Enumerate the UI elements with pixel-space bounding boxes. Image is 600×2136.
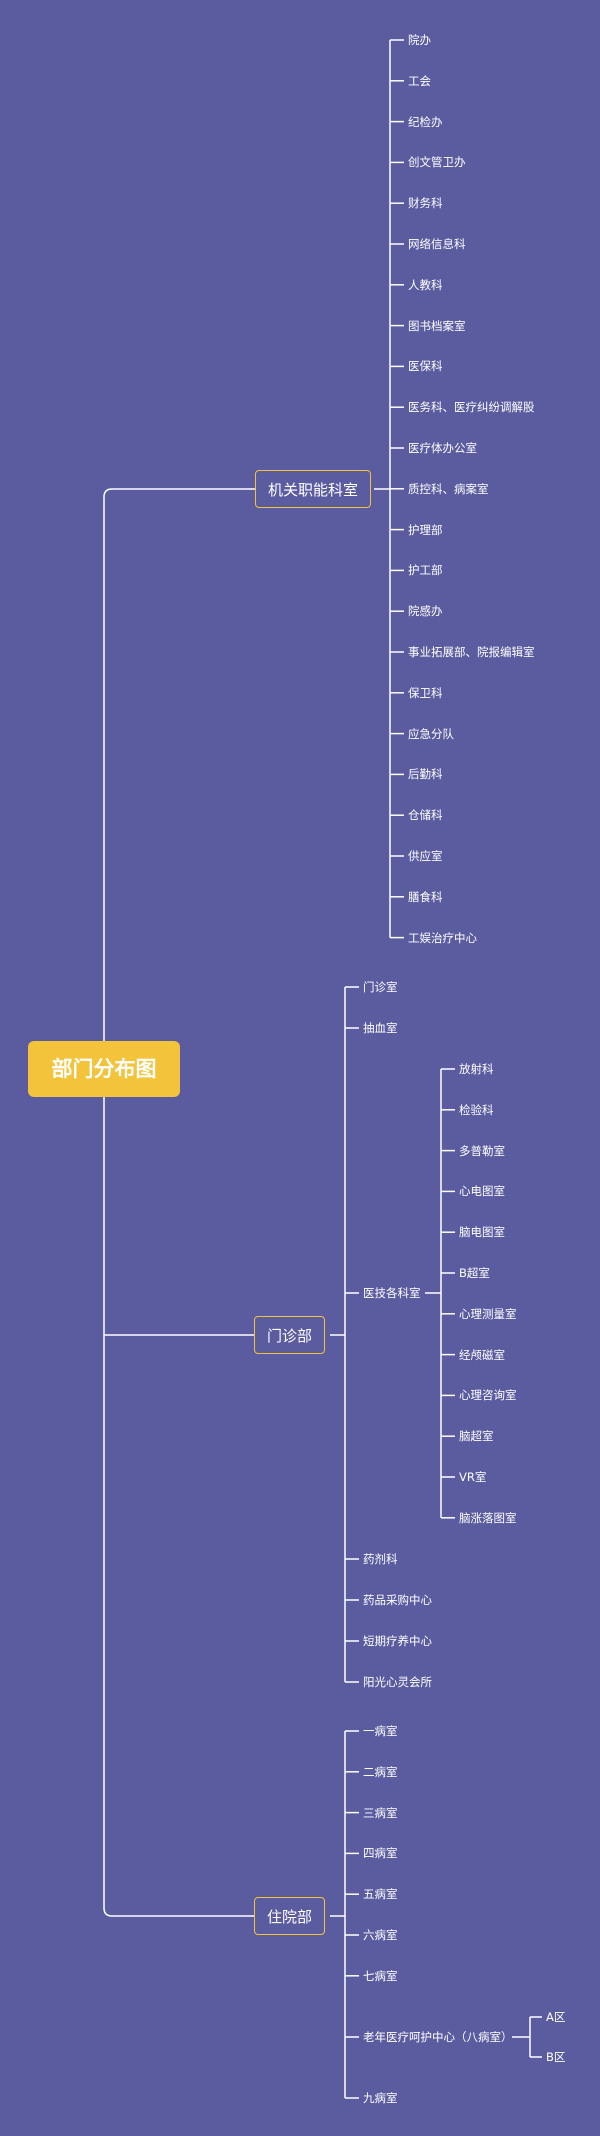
leaf-node: 抽血室	[363, 1021, 398, 1035]
leaf-node: 事业拓展部、院报编辑室	[408, 645, 535, 659]
subleaf-node: B超室	[459, 1266, 490, 1280]
leaf-node: 网络信息科	[408, 237, 466, 251]
leaf-node: 药剂科	[363, 1552, 398, 1566]
leaf-node: 医疗体办公室	[408, 441, 477, 455]
leaf-node: 阳光心灵会所	[363, 1675, 432, 1689]
leaf-node: 六病室	[363, 1928, 398, 1942]
leaf-node: 五病室	[363, 1887, 398, 1902]
leaf-node: 院感办	[408, 604, 443, 619]
subleaf-node: B区	[546, 2050, 566, 2064]
leaf-node: 门诊室	[363, 980, 398, 994]
leaf-node: 医保科	[408, 359, 443, 374]
subleaf-node: 脑超室	[459, 1429, 494, 1444]
leaf-node: 药品采购中心	[363, 1593, 432, 1607]
leaf-node: 七病室	[363, 1968, 398, 1983]
subleaf-node: 检验科	[459, 1102, 494, 1117]
leaf-node: 工会	[408, 73, 431, 88]
leaf-node: 纪检办	[408, 114, 443, 129]
leaf-node: 九病室	[363, 2091, 398, 2105]
leaf-node: 人教科	[408, 277, 443, 292]
subleaf-node: 脑电图室	[459, 1225, 505, 1240]
connector-root-to-branch-0	[103, 488, 255, 498]
leaf-node: 一病室	[363, 1724, 398, 1738]
subleaf-node: 心电图室	[459, 1184, 505, 1199]
leaf-node: 二病室	[363, 1764, 398, 1779]
branch-node-inpatient: 住院部	[254, 1897, 326, 1935]
branch-node-outpatient: 门诊部	[254, 1316, 326, 1354]
leaf-node: 老年医疗呵护中心（八病室）	[363, 2030, 513, 2044]
leaf-node: 应急分队	[408, 726, 454, 741]
leaf-node: 图书档案室	[408, 318, 466, 333]
leaf-node: 三病室	[363, 1805, 398, 1820]
subleaf-node: 放射科	[459, 1062, 494, 1076]
subleaf-node: VR室	[459, 1470, 487, 1484]
root-node: 部门分布图	[28, 1041, 180, 1097]
subleaf-node: 脑涨落图室	[459, 1510, 517, 1525]
leaf-node: 供应室	[408, 849, 443, 863]
subleaf-node: A区	[546, 2010, 566, 2024]
leaf-node: 财务科	[408, 196, 443, 211]
leaf-node: 仓储科	[408, 808, 443, 823]
subleaf-node: 经颅磁室	[459, 1347, 505, 1362]
leaf-node: 医务科、医疗纠纷调解股	[408, 400, 535, 415]
connector-root-to-branch-2	[103, 1907, 254, 1917]
leaf-node: 后勤科	[408, 767, 443, 782]
leaf-node: 创文管卫办	[408, 155, 466, 170]
leaf-node: 四病室	[363, 1846, 398, 1861]
subleaf-node: 心理咨询室	[459, 1388, 517, 1403]
leaf-node: 工娱治疗中心	[408, 930, 477, 945]
leaf-node: 护理部	[408, 522, 443, 537]
leaf-node: 质控科、病案室	[408, 481, 489, 496]
leaf-node: 院办	[408, 33, 431, 47]
leaf-node: 膳食科	[408, 889, 443, 904]
leaf-node: 护工部	[408, 563, 443, 578]
leaf-node: 医技各科室	[363, 1286, 421, 1300]
leaf-node: 保卫科	[408, 685, 443, 700]
subleaf-node: 心理测量室	[459, 1306, 517, 1321]
leaf-node: 短期疗养中心	[363, 1634, 432, 1648]
branch-node-administration: 机关职能科室	[255, 470, 372, 508]
subleaf-node: 多普勒室	[459, 1143, 505, 1158]
